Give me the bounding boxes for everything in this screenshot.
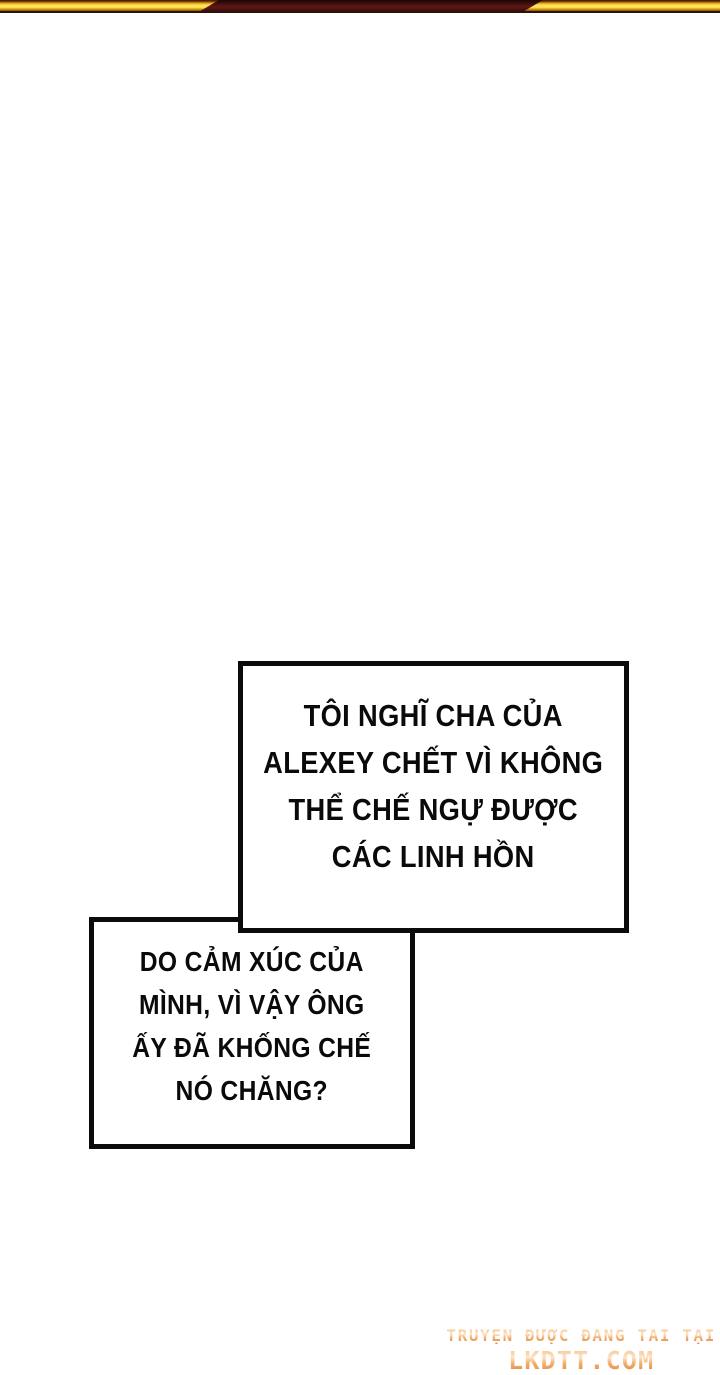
comic-page-canvas: TÔI NGHĨ CHA CỦA ALEXEY CHẾT VÌ KHÔNG TH… bbox=[0, 13, 720, 1375]
bubble-line: NÓ CHĂNG? bbox=[175, 1075, 329, 1106]
bubble-line: TÔI NGHĨ CHA CỦA bbox=[303, 698, 564, 733]
bubble-line: THỂ CHẾ NGỰ ĐƯỢC bbox=[288, 792, 579, 827]
watermark-site-name: LKDTT.COM bbox=[446, 1348, 716, 1373]
bubble-line: ALEXEY CHẾT VÌ KHÔNG bbox=[263, 745, 604, 780]
speech-bubble-secondary[interactable]: DO CẢM XÚC CỦA MÌNH, VÌ VẬY ÔNG ẤY ĐÃ KH… bbox=[89, 917, 415, 1149]
bubble-line: CÁC LINH HỒN bbox=[332, 839, 535, 874]
banner-bottom-edge bbox=[0, 11, 720, 13]
bubble-line: MÌNH, VÌ VẬY ÔNG bbox=[139, 989, 365, 1020]
speech-bubble-primary[interactable]: TÔI NGHĨ CHA CỦA ALEXEY CHẾT VÌ KHÔNG TH… bbox=[238, 661, 629, 933]
bubble-line: DO CẢM XÚC CỦA bbox=[140, 946, 364, 977]
speech-bubble-secondary-text: DO CẢM XÚC CỦA MÌNH, VÌ VẬY ÔNG ẤY ĐÃ KH… bbox=[133, 940, 372, 1126]
watermark-caption: TRUYỆN ĐƯỢC ĐĂNG TẢI TẠI bbox=[446, 1326, 716, 1345]
bubble-line: ẤY ĐÃ KHỐNG CHẾ bbox=[132, 1032, 372, 1063]
banner-dark-center-panel bbox=[197, 0, 543, 13]
top-decorative-banner bbox=[0, 0, 720, 13]
speech-bubble-primary-text: TÔI NGHĨ CHA CỦA ALEXEY CHẾT VÌ KHÔNG TH… bbox=[263, 692, 603, 902]
site-watermark: TRUYỆN ĐƯỢC ĐĂNG TẢI TẠI LKDTT.COM bbox=[446, 1326, 716, 1374]
